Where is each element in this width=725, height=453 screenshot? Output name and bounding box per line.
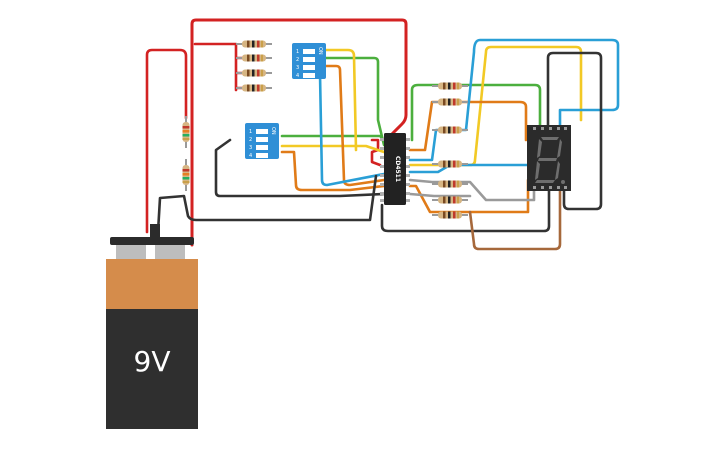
wire-green-dip-top [324, 56, 386, 147]
wire-blue-dip-top [318, 72, 386, 187]
dip-switch-left[interactable]: ON 1 2 3 4 [245, 123, 279, 159]
resistor [182, 116, 190, 148]
segment-d [535, 180, 555, 183]
wires [145, 18, 620, 251]
resistor [236, 84, 272, 92]
segment-f [537, 139, 542, 158]
wire-red-resistor-bus [193, 42, 244, 92]
resistor [236, 40, 272, 48]
chip-pins-right [406, 138, 410, 202]
resistor [432, 82, 468, 90]
battery-label: 9V [134, 345, 171, 378]
wire-orange-dip-left [280, 150, 386, 192]
dip-switch-top-on-label: ON [317, 47, 323, 55]
resistor [432, 98, 468, 106]
dip-top-pin-1: 1 [296, 49, 299, 55]
display-pins-bottom [533, 186, 567, 189]
resistor [432, 211, 468, 219]
dip-top-toggle-2[interactable] [303, 57, 315, 62]
wire-red-top-loop [190, 18, 408, 247]
dip-left-pin-3: 3 [249, 145, 252, 151]
resistor [432, 160, 468, 168]
chip-label: CD4511 [394, 156, 401, 182]
resistor [432, 180, 468, 188]
segment-c [555, 161, 560, 180]
resistor [432, 196, 468, 204]
resistor [432, 126, 468, 134]
wire-brown [468, 188, 562, 251]
battery-terminal-positive [155, 245, 185, 259]
chip-cd4511: CD4511 [380, 133, 410, 205]
resistor [182, 159, 190, 191]
segment-g [538, 158, 557, 161]
wire-yellow-dip-top [324, 48, 358, 152]
segment-dp [561, 180, 565, 184]
dip-left-toggle-1[interactable] [256, 129, 268, 134]
dip-top-pin-2: 2 [296, 57, 299, 63]
battery-body [106, 309, 198, 429]
dip-left-pin-2: 2 [249, 137, 252, 143]
dip-left-toggle-2[interactable] [256, 137, 268, 142]
dip-top-toggle-3[interactable] [303, 65, 315, 70]
dip-top-pin-3: 3 [296, 65, 299, 71]
segment-b [557, 139, 562, 158]
dip-top-toggle-4[interactable] [303, 73, 315, 78]
resistor [236, 54, 272, 62]
dip-left-pin-4: 4 [249, 153, 252, 159]
dip-left-toggle-4[interactable] [256, 153, 268, 158]
segment-a [541, 137, 559, 140]
segment-e [535, 161, 540, 180]
wire-green-dip-left [280, 134, 386, 142]
chip-body [384, 133, 406, 205]
battery-band [106, 259, 198, 311]
wire-yellow-dip-left [280, 144, 386, 154]
resistor [236, 69, 272, 77]
wire-black-battery [156, 174, 378, 234]
display-digit-segments [535, 137, 565, 184]
wire-black-bottom [380, 188, 551, 233]
dip-left-toggle-3[interactable] [256, 145, 268, 150]
wire-gray-1 [408, 178, 536, 202]
wire-green-right [410, 83, 542, 142]
dip-switch-left-on-label: ON [270, 127, 276, 135]
wire-red-battery [145, 48, 188, 234]
dip-top-toggle-1[interactable] [303, 49, 315, 54]
seven-segment-display [527, 125, 571, 191]
wire-orange-dip-top [324, 64, 386, 187]
battery-terminal-negative [116, 245, 146, 259]
battery-snap-left [150, 224, 160, 238]
wire-black-display [546, 51, 603, 211]
battery-9v: 9V [106, 224, 198, 429]
dip-left-pin-1: 1 [249, 129, 252, 135]
battery-top-cap [110, 237, 194, 245]
wire-red-chip [370, 138, 382, 167]
wire-gray-2 [408, 192, 472, 198]
display-pins-top [533, 127, 567, 130]
wire-blue-right [408, 38, 620, 162]
resistors [182, 40, 468, 219]
dip-switch-top[interactable]: ON 1 2 3 4 [292, 43, 326, 79]
chip-pins-left [380, 138, 384, 202]
dip-top-pin-4: 4 [296, 73, 299, 79]
wire-black-left-dip [214, 138, 386, 198]
